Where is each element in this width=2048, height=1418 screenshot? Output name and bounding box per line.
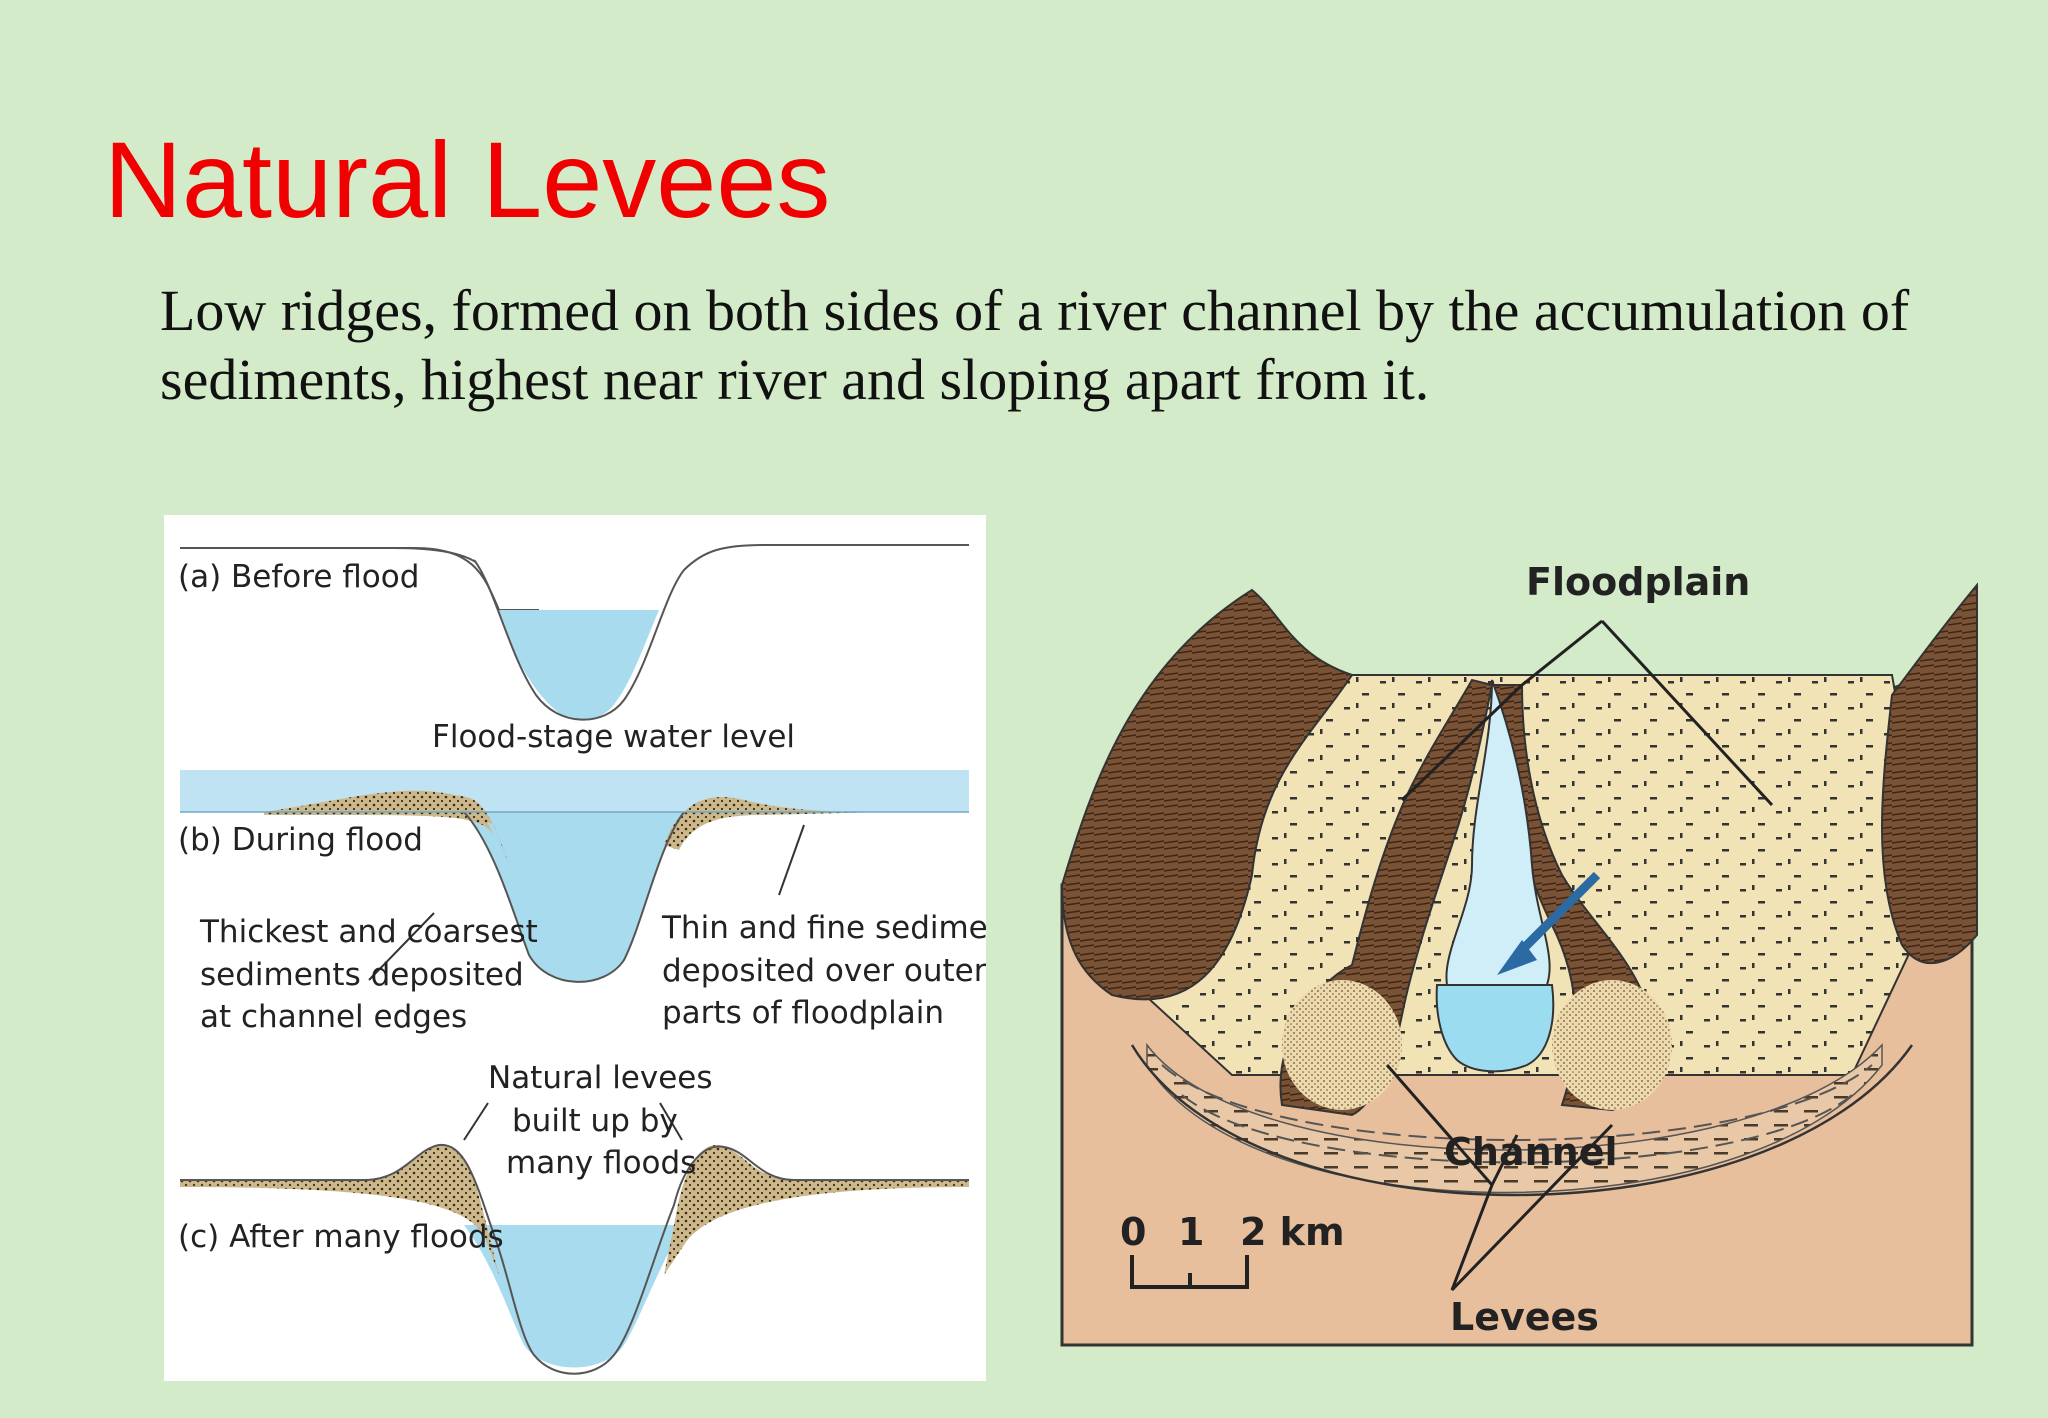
scale-0: 0: [1120, 1210, 1146, 1254]
thin-sediment-line2: deposited over outer: [662, 953, 986, 989]
levee-formation-diagram: (a) Before flood Flood-stage water level…: [164, 515, 986, 1381]
scale-2km: 2 km: [1240, 1210, 1345, 1254]
levees-label: Levees: [1450, 1295, 1599, 1339]
natural-levees-line2: built up by: [512, 1103, 678, 1139]
right-cliff: [1881, 582, 1978, 964]
stage-a-label: (a) Before flood: [178, 559, 419, 595]
label-leader-lines: [1385, 619, 1774, 1292]
stage-b-profile: [180, 770, 969, 983]
stage-b-label: (b) During flood: [178, 822, 423, 858]
thin-sediment-line1: Thin and fine sediments: [661, 910, 986, 946]
thick-sediment-line3: at channel edges: [200, 999, 467, 1035]
left-cliff: [1060, 588, 1354, 1001]
scale-bar: 0 1 2 km: [1120, 1210, 1345, 1289]
left-levee-sand: [1282, 980, 1402, 1110]
natural-levees-line3: many floods: [506, 1145, 696, 1181]
stage-a-profile: [180, 544, 969, 721]
natural-levees-line1: Natural levees: [488, 1060, 713, 1096]
flood-stage-label: Flood-stage water level: [432, 719, 795, 755]
thick-sediment-line2: sediments deposited: [200, 957, 524, 993]
right-levee-sand: [1552, 980, 1672, 1110]
scale-1: 1: [1178, 1210, 1204, 1254]
flow-arrow-icon: [1497, 871, 1601, 975]
slide-title: Natural Levees: [104, 119, 831, 240]
slide-description: Low ridges, formed on both sides of a ri…: [160, 278, 1910, 412]
thick-sediment-line1: Thickest and coarsest: [199, 914, 538, 950]
thin-sediment-line3: parts of floodplain: [662, 995, 944, 1031]
floodplain-block-diagram: Floodplain Channel Levees 0 1 2 km: [1052, 545, 1982, 1385]
stage-c-label: (c) After many floods: [178, 1219, 504, 1255]
floodplain-label: Floodplain: [1526, 560, 1750, 604]
channel-label: Channel: [1444, 1130, 1618, 1174]
river-cross-section: [1435, 984, 1555, 1073]
stage-c-profile: [180, 1102, 969, 1375]
